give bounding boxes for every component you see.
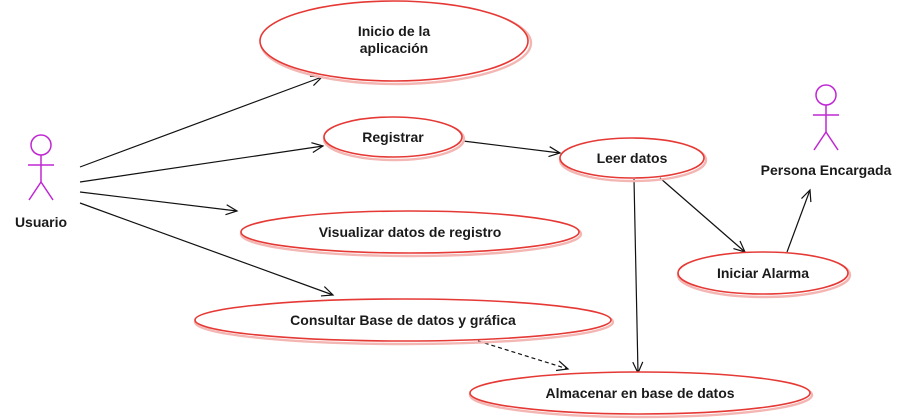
connectors [79, 75, 812, 375]
assoc-usuario-consultar [79, 202, 335, 297]
use-case-inicio-line-1: Inicio de la [358, 23, 431, 39]
assoc-leer-almacenar [632, 178, 644, 375]
actor-usuario-label: Usuario [15, 214, 67, 230]
use-case-almacenar-label: Almacenar en base de datos [545, 385, 734, 401]
use-case-registrar-label: Registrar [362, 129, 424, 145]
assoc-registrar-leer [462, 140, 562, 158]
stick-figure-icon [813, 84, 839, 151]
use-case-registrar[interactable]: Registrar [322, 116, 466, 162]
use-case-iniciar-alarma-label: Iniciar Alarma [717, 265, 809, 281]
use-case-almacenar[interactable]: Almacenar en base de datos [468, 371, 814, 419]
use-case-visualizar-label: Visualizar datos de registro [319, 224, 502, 240]
actor-usuario[interactable]: Usuario [15, 134, 67, 230]
assoc-leer-alarma [659, 177, 747, 253]
actor-persona-encargada[interactable]: Persona Encargada [761, 84, 892, 178]
assoc-alarma-encargada [786, 188, 812, 253]
use-case-inicio[interactable]: Inicio de la aplicación [259, 0, 533, 86]
use-case-inicio-line-2: aplicación [360, 40, 428, 56]
assoc-usuario-inicio [79, 75, 324, 168]
stick-figure-icon [28, 134, 54, 201]
use-case-consultar-label: Consultar Base de datos y gráfica [290, 312, 516, 328]
use-case-leer-datos[interactable]: Leer datos [558, 137, 708, 183]
use-case-iniciar-alarma[interactable]: Iniciar Alarma [676, 251, 852, 299]
use-case-consultar[interactable]: Consultar Base de datos y gráfica [193, 298, 615, 346]
assoc-usuario-visualizar [79, 191, 239, 216]
use-case-visualizar[interactable]: Visualizar datos de registro [239, 210, 583, 258]
actor-persona-encargada-label: Persona Encargada [761, 162, 892, 178]
dependency-consultar-almacenar [477, 340, 570, 372]
use-case-leer-datos-label: Leer datos [597, 150, 668, 166]
assoc-usuario-registrar [79, 142, 325, 183]
